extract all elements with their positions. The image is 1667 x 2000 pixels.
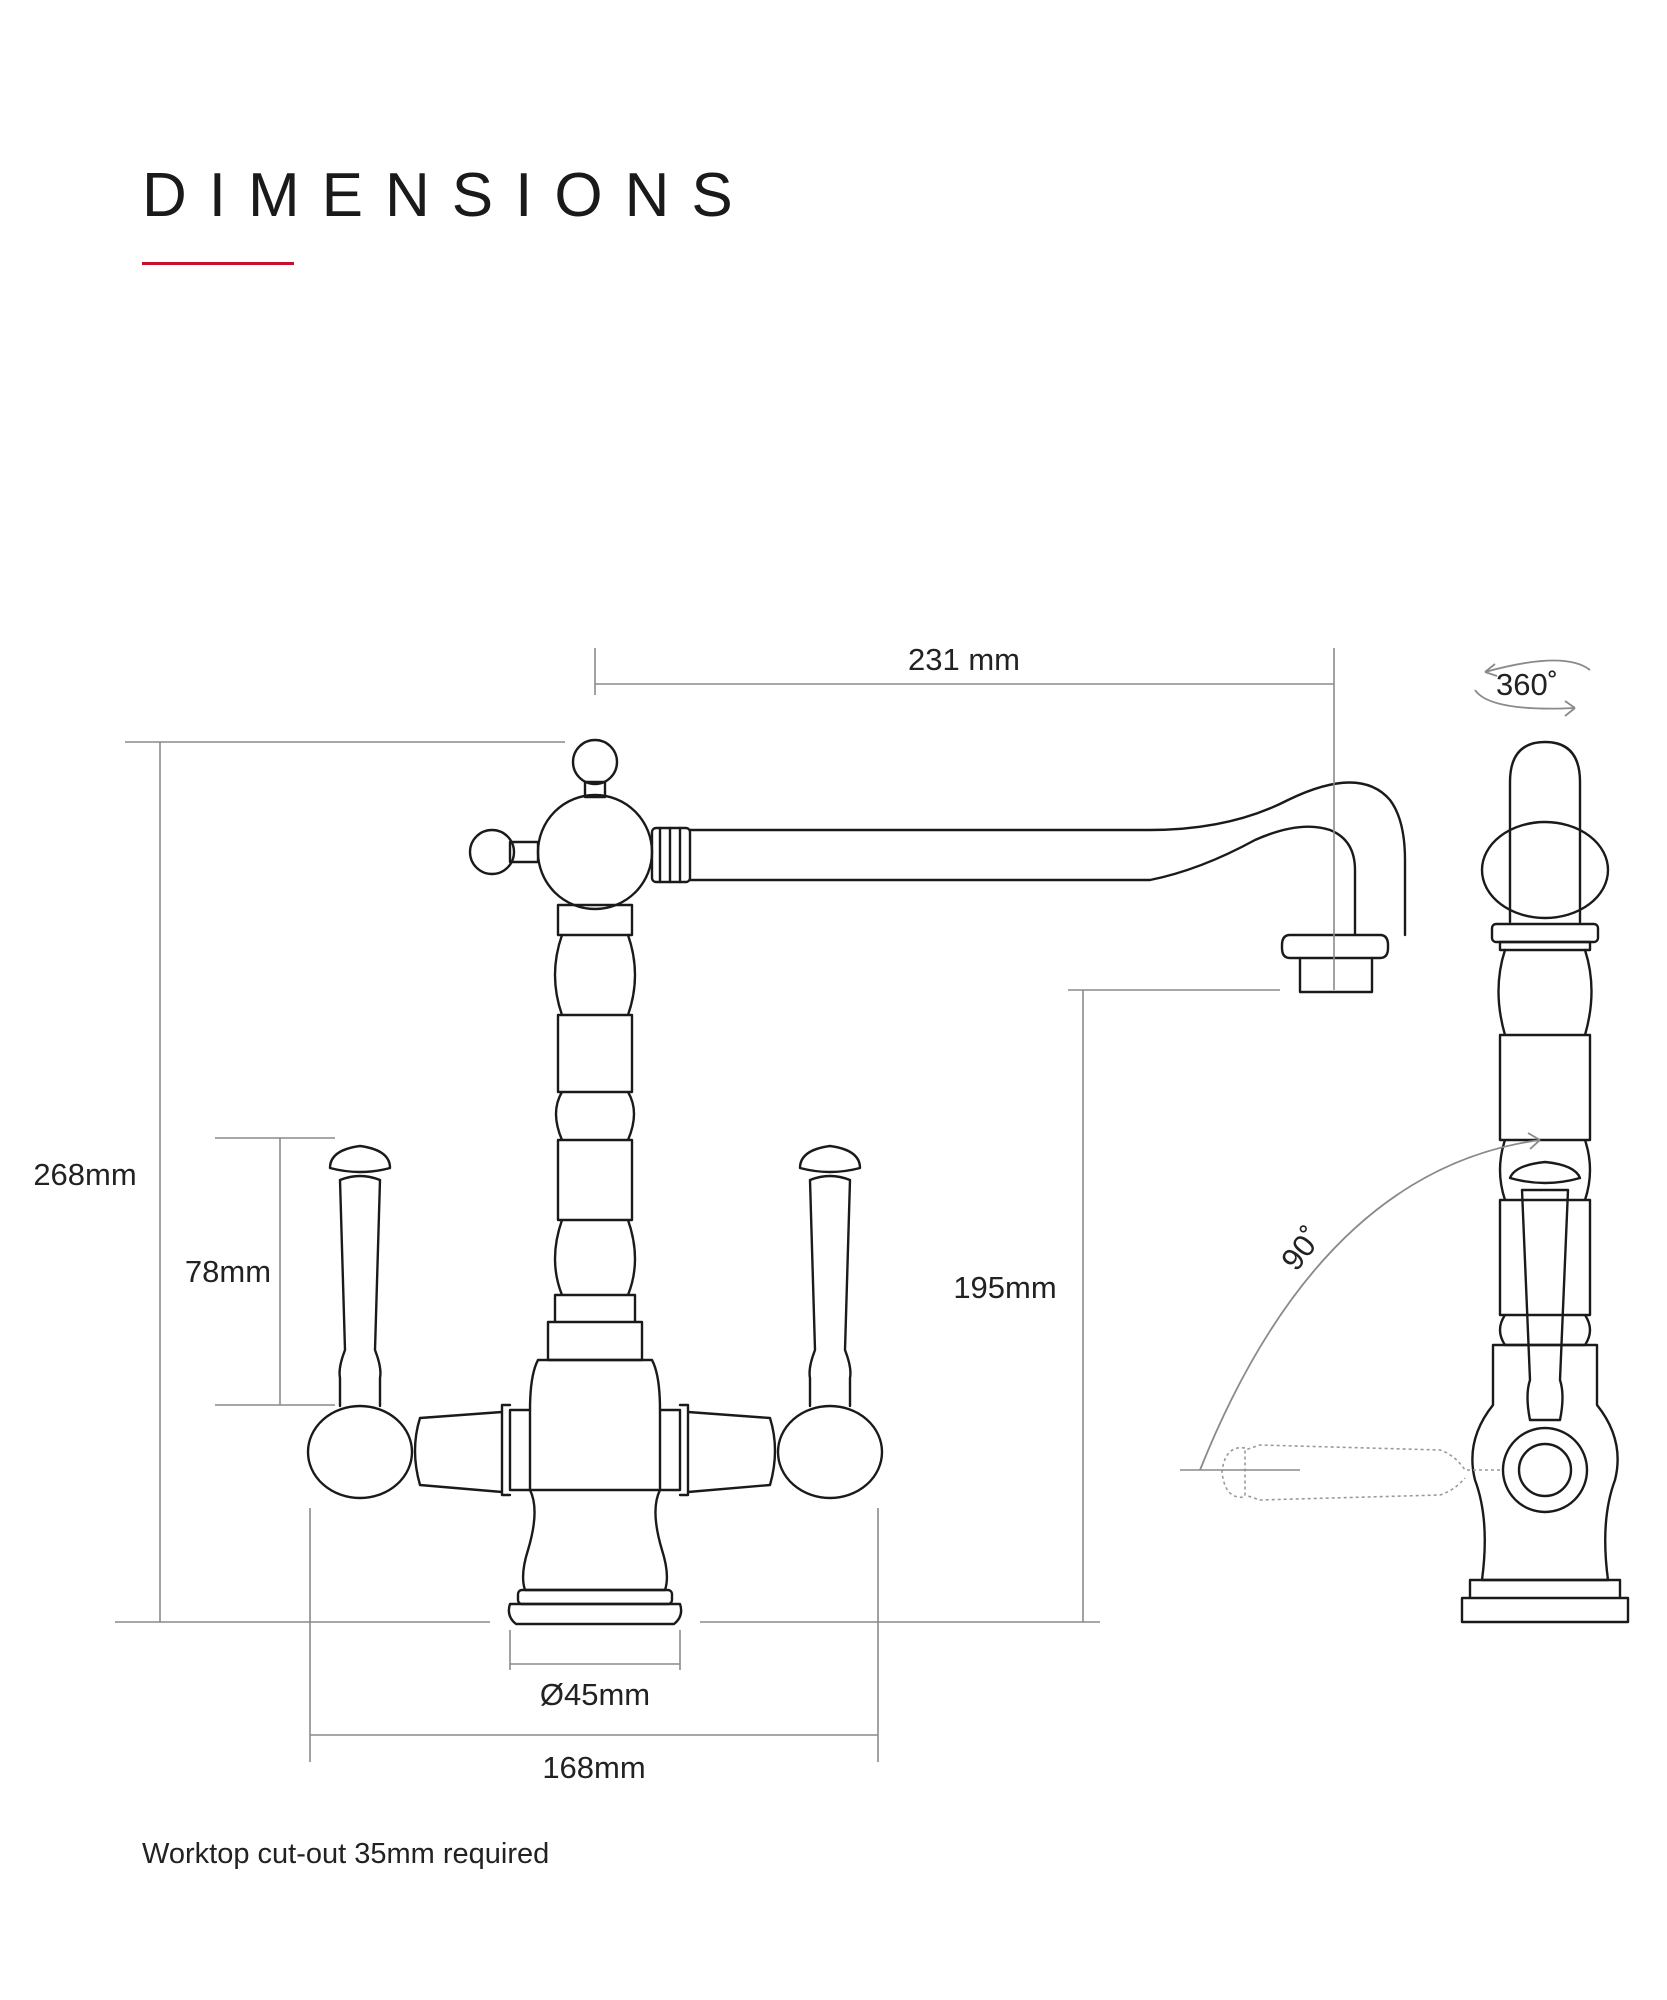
rotation-label: 360˚ [1496,667,1558,702]
side-valve-inner [1517,1442,1573,1498]
base-ring [516,1588,674,1606]
head-sphere [536,793,654,911]
front-view-tap [306,738,1407,1626]
angle-arc [1199,1139,1541,1471]
left-arm [413,1403,532,1497]
side-head [1480,820,1610,920]
lever-span-label: 168mm [542,1750,645,1785]
rotation-arrow-icon [1474,659,1591,717]
spout-height-label: 195mm [953,1270,1056,1305]
title-underline [142,262,294,265]
right-valve-bulb [776,1404,884,1500]
lever-height-label: 78mm [185,1254,271,1289]
left-valve-bulb [306,1404,414,1500]
right-arm [658,1403,777,1497]
worktop-note: Worktop cut-out 35mm required [142,1838,550,1870]
spout [688,781,1407,937]
ghost-lever-rotated [1244,1444,1500,1501]
side-view-tap [1180,659,1630,1624]
side-valve-outer [1501,1426,1589,1514]
column-collar-top [556,903,634,937]
right-lever [798,1144,862,1408]
side-spout [1508,740,1582,924]
side-body [1471,1343,1619,1582]
lever-angle-label: 90˚ [1274,1220,1329,1277]
spout-tip [1280,933,1390,994]
total-height-label: 268mm [33,1157,136,1192]
base-diameter-label: Ø45mm [540,1677,650,1712]
central-body [528,1358,662,1492]
top-knob [571,738,619,786]
column-body [546,933,644,1362]
dimension-lines [115,648,1335,1762]
side-lever [1508,1160,1582,1422]
base-body [521,1488,669,1592]
side-column [1497,948,1593,1347]
spout-reach-label: 231 mm [908,642,1020,677]
left-lever [328,1144,392,1408]
page-title: DIMENSIONS [142,161,755,230]
side-knob [468,828,516,876]
